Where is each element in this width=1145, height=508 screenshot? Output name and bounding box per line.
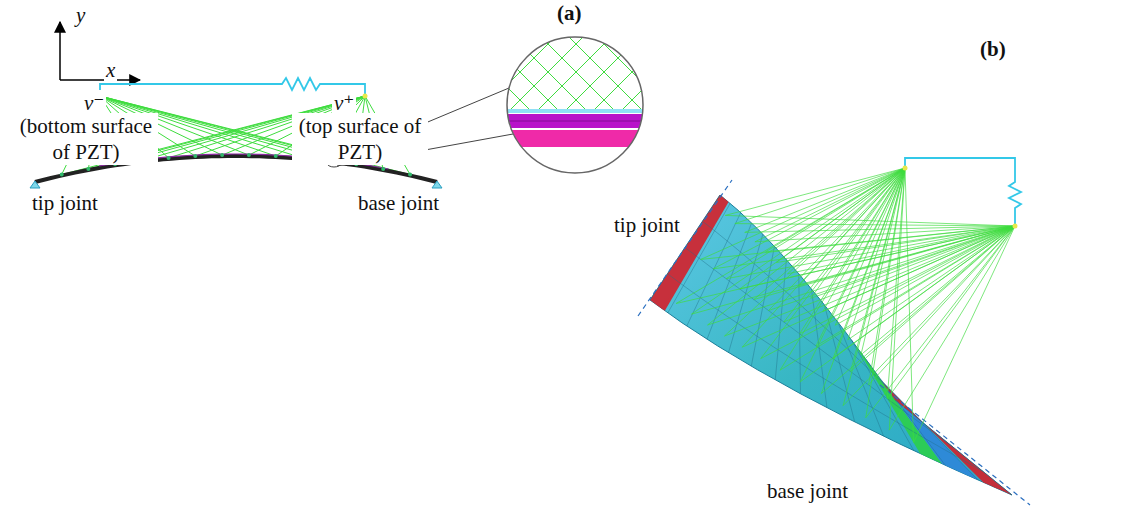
master-node — [1013, 224, 1018, 229]
coupling-lines — [676, 166, 1017, 443]
coupling-line — [704, 32, 784, 112]
pzt-layer — [500, 114, 660, 128]
coupling-line — [866, 226, 1015, 418]
fe-node — [86, 167, 90, 171]
joint-symbol — [30, 181, 442, 188]
coupling-line — [800, 226, 1015, 334]
coupling-line — [740, 168, 905, 289]
zoom-ground — [507, 37, 643, 173]
coupling-line — [691, 226, 1015, 314]
coupling-line — [368, 32, 448, 112]
substrate-layer — [500, 130, 660, 147]
joint-axis — [880, 385, 1030, 505]
fe-node — [220, 153, 224, 157]
electrode-layer — [500, 109, 660, 113]
coupling-line — [760, 32, 840, 112]
coupling-line — [861, 226, 1015, 355]
mesh-line — [668, 274, 983, 472]
fe-node — [193, 154, 197, 158]
zoom-circle — [507, 37, 643, 173]
fe-node — [274, 154, 278, 158]
coupling-line — [424, 32, 504, 112]
coupling-line — [769, 226, 1015, 311]
coupling-line — [889, 168, 905, 430]
coupling-line — [816, 226, 1015, 346]
coupling-line — [800, 226, 1015, 382]
base-clamp — [883, 382, 1012, 495]
coupling-line — [833, 226, 1015, 359]
y-axis — [59, 22, 61, 80]
coupling-line — [732, 32, 812, 112]
coupling-line — [788, 32, 868, 112]
coupling-line — [799, 226, 1015, 286]
coupling-line — [843, 226, 1015, 406]
coupling-line — [648, 32, 728, 112]
coupling-line — [424, 32, 504, 112]
coupling-line — [713, 226, 1015, 269]
coupling-line — [784, 226, 1015, 322]
coupling-line — [914, 226, 1015, 443]
coupling-line — [835, 226, 1015, 325]
terminal-note: (bottom surface of PZT) — [14, 113, 158, 165]
panel-label: (b) — [978, 36, 1008, 62]
coupling-line — [848, 226, 1015, 340]
coupling-line — [754, 226, 1015, 300]
fe-node — [247, 153, 251, 157]
coupling-line — [866, 168, 905, 418]
coupling-line — [676, 32, 756, 112]
joint-label: base joint — [765, 478, 850, 504]
panel-label: (a) — [555, 0, 584, 26]
coupling-line — [396, 32, 476, 112]
joint-label: base joint — [356, 190, 441, 216]
coupling-line — [745, 226, 1015, 232]
fe-node — [60, 173, 64, 177]
plate-mesh — [638, 180, 1030, 505]
coupling-line — [850, 226, 1015, 372]
coupling-line — [889, 226, 1015, 430]
joint-label: tip joint — [30, 190, 100, 216]
joint-label: tip joint — [612, 212, 682, 238]
coupling-line — [725, 215, 1015, 226]
coupling-line — [788, 32, 868, 112]
coupling-line — [676, 168, 905, 303]
resistor-wire — [100, 78, 365, 96]
master-node — [363, 94, 368, 99]
fe-node — [408, 173, 412, 177]
coupling-line — [800, 168, 905, 382]
coupling-line — [742, 226, 1015, 347]
coupling-line — [869, 168, 905, 385]
coupling-line — [869, 226, 1015, 385]
coupling-line — [821, 226, 1015, 394]
plate-surface — [650, 195, 1012, 495]
terminal-note: (top surface of PZT) — [292, 113, 428, 165]
coupling-line — [620, 32, 700, 112]
coupling-line — [732, 32, 812, 112]
fe-node — [167, 156, 171, 160]
coupling-line — [823, 226, 1015, 311]
fe-node — [381, 167, 385, 171]
coupling-line — [704, 32, 784, 112]
coupling-line — [887, 168, 905, 399]
coupling-line — [396, 32, 476, 112]
coupling-line — [833, 168, 905, 359]
axis-label: x — [104, 57, 117, 83]
coupling-line — [760, 32, 840, 112]
axis-label: y — [74, 2, 87, 28]
coupling-line — [368, 32, 448, 112]
coupling-line — [735, 224, 1015, 226]
coupling-line — [620, 32, 700, 112]
resistor-wire — [905, 158, 1021, 226]
coupling-line — [887, 226, 1015, 399]
coupling-line — [676, 32, 756, 112]
pzt-patch — [864, 357, 978, 480]
x-axis — [60, 79, 140, 81]
coupling-line — [648, 32, 728, 112]
master-node — [903, 166, 908, 171]
